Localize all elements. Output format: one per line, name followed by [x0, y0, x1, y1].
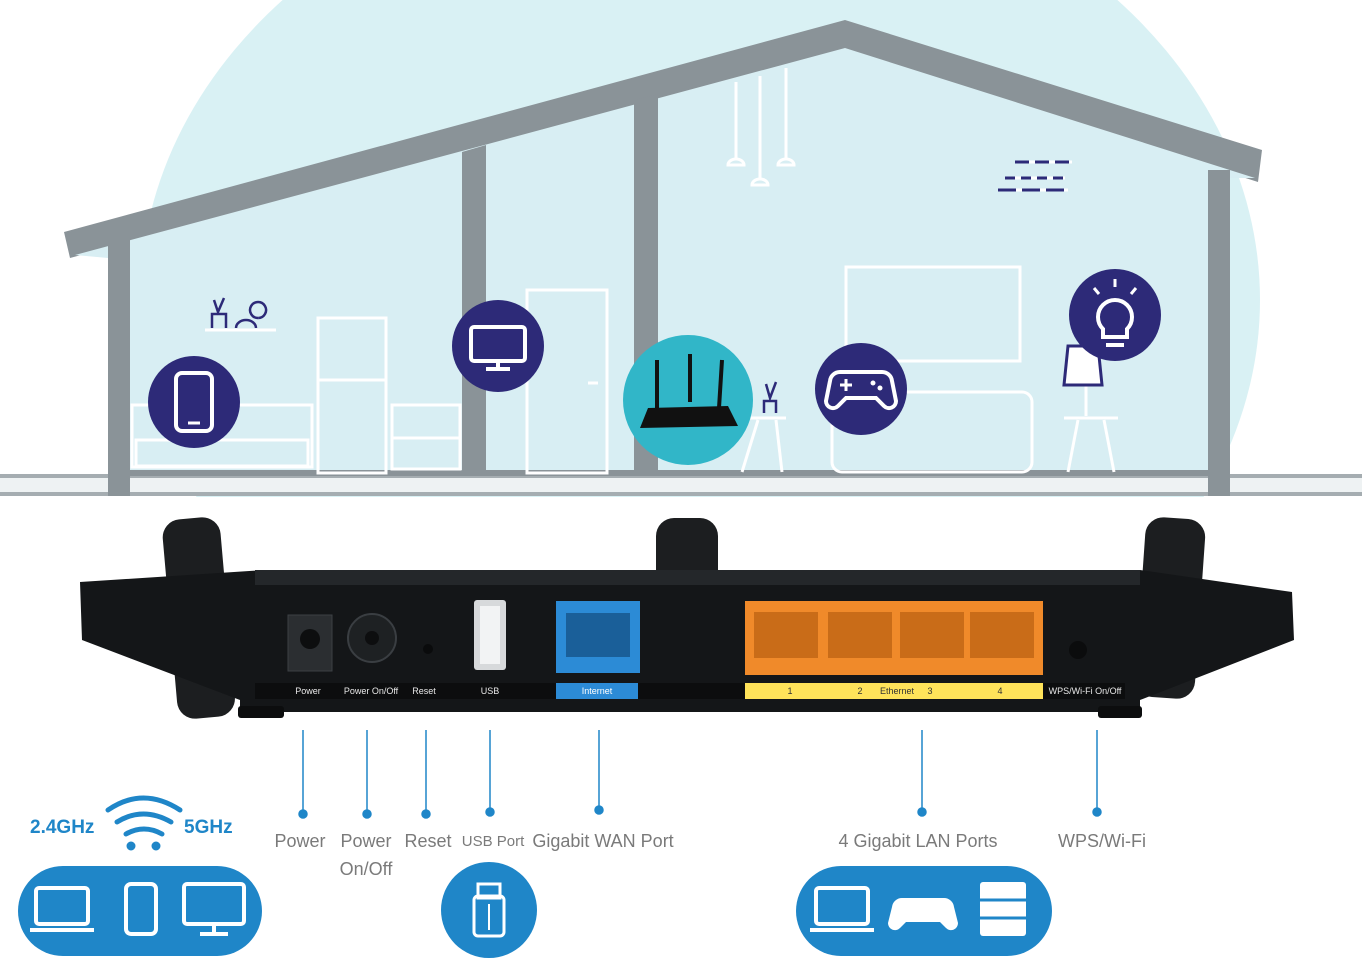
router-label-wps: WPS/Wi-Fi On/Off	[1048, 686, 1122, 696]
monitor-icon	[452, 300, 544, 392]
router-label-reset: Reset	[412, 686, 436, 696]
callout-wps: WPS/Wi-Fi	[1058, 831, 1146, 851]
wifi-devices-pill	[18, 866, 262, 956]
router-label-lan3: 3	[927, 686, 933, 696]
router-label-usb: USB	[480, 686, 500, 696]
router-label-power-onoff: Power On/Off	[343, 686, 399, 696]
callout-lan-ports: 4 Gigabit LAN Ports	[838, 831, 998, 851]
wifi-icon	[105, 795, 183, 851]
router-label-ethernet: Ethernet	[879, 686, 915, 696]
callout-wan-port: Gigabit WAN Port	[532, 831, 674, 851]
router-label-internet: Internet	[581, 686, 613, 696]
callout-power: Power	[274, 831, 326, 851]
callout-power-onoff-line2: On/Off	[339, 859, 393, 879]
router-label-lan2: 2	[857, 686, 863, 696]
lightbulb-icon	[1069, 269, 1161, 361]
band-24ghz-label: 2.4GHz	[30, 817, 95, 838]
router-label-power: Power	[295, 686, 321, 696]
router-label-lan4: 4	[997, 686, 1003, 696]
callout-lines	[298, 730, 1102, 819]
callout-reset: Reset	[404, 831, 452, 851]
callout-power-onoff-line1: Power	[340, 831, 392, 851]
router-icon	[623, 335, 753, 465]
house	[64, 20, 1262, 496]
band-5ghz-label: 5GHz	[184, 817, 233, 838]
gamepad-icon	[815, 343, 907, 435]
callout-usb-port: USB Port	[461, 833, 525, 850]
router-back-panel	[80, 517, 1294, 719]
lan-devices-pill	[796, 866, 1052, 956]
router-label-lan1: 1	[787, 686, 793, 696]
smartphone-icon	[148, 356, 240, 448]
usb-pill	[441, 862, 537, 958]
